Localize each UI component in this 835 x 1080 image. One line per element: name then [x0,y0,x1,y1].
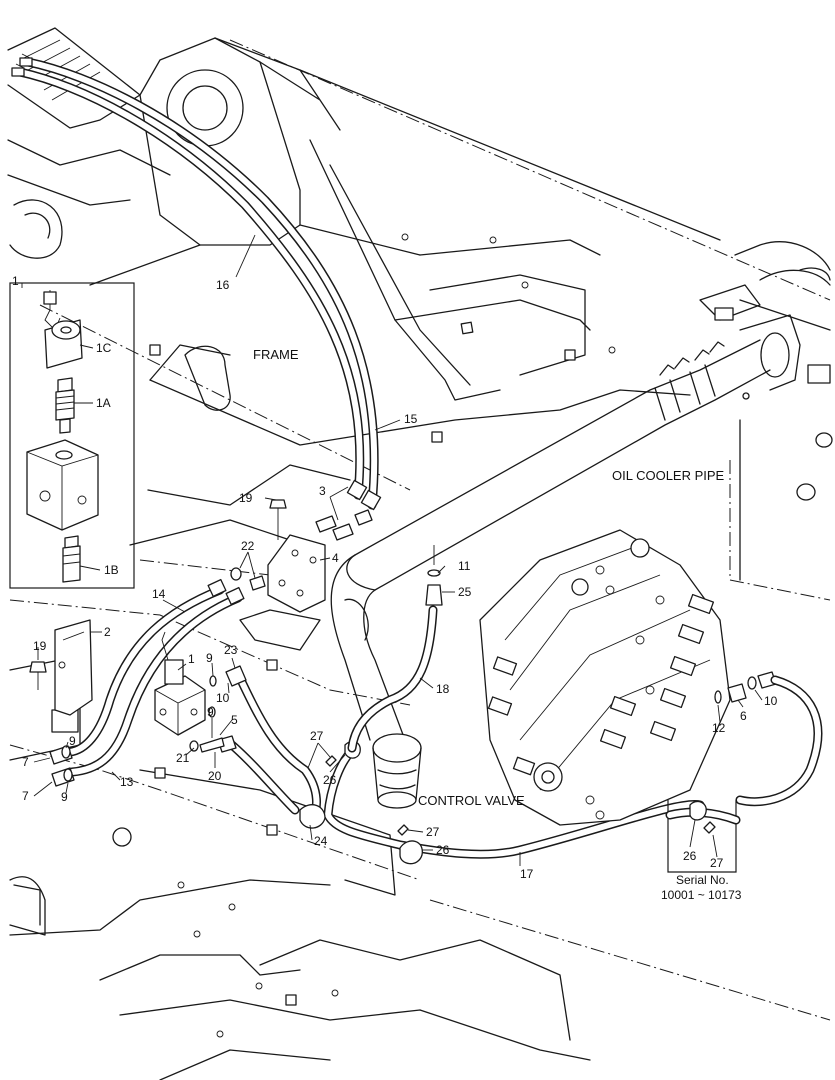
callout-7-a: 7 [22,755,29,769]
callout-4: 4 [332,551,339,565]
callout-27-b: 27 [426,825,440,839]
callout-24: 24 [314,834,328,848]
callout-14: 14 [152,587,166,601]
fitting-3 [315,509,373,541]
label-serial-no: Serial No. [676,873,729,887]
callout-5: 5 [231,713,238,727]
control-valve [479,529,731,826]
callout-26-a: 26 [323,773,337,787]
callout-26-b: 26 [436,843,450,857]
frame-structure [7,27,833,1080]
callout-1a: 1A [96,396,111,410]
callout-9-d: 9 [61,790,68,804]
callout-18: 18 [436,682,450,696]
callout-27-c: 27 [710,856,724,870]
serial-detail-box [665,800,741,873]
callout-17: 17 [520,867,534,881]
bracket-2 [29,619,93,716]
callout-11: 11 [458,559,471,573]
callout-3: 3 [319,484,326,498]
callout-10-a: 10 [216,691,230,705]
callout-15: 15 [404,412,418,426]
detail-box-solenoid [9,282,135,589]
callout-1-mounted: 1 [188,652,195,666]
bracket-4 [230,499,326,613]
label-frame: FRAME [253,347,299,362]
callout-9-b: 9 [207,705,214,719]
callout-27-a: 27 [310,729,324,743]
hose-16-15 [11,53,382,511]
callout-23: 23 [224,643,238,657]
hose-5-group [189,665,321,825]
callout-numbers: 1 1C 1A 1B 16 15 3 19 22 4 14 2 19 1 9 2… [12,274,778,881]
callout-16: 16 [216,278,230,292]
hose-18 [347,545,443,753]
callout-26-c: 26 [683,849,697,863]
text-labels: FRAME OIL COOLER PIPE CONTROL VALVE Seri… [253,347,742,902]
callout-12: 12 [712,721,726,735]
callout-22: 22 [241,539,255,553]
callout-10-b: 10 [764,694,778,708]
callout-20: 20 [208,769,222,783]
hose-14-13 [49,578,245,787]
fitting-6-10-12 [714,671,823,807]
callout-9-c: 9 [69,734,76,748]
callout-1c: 1C [96,341,112,355]
callout-21: 21 [176,751,190,765]
callout-1: 1 [12,274,19,288]
callout-1b: 1B [104,563,119,577]
callout-9-a: 9 [206,651,213,665]
callout-6: 6 [740,709,747,723]
callout-19-b: 19 [33,639,47,653]
label-oil-cooler-pipe: OIL COOLER PIPE [612,468,725,483]
leader-lines [33,234,763,866]
label-control-valve: CONTROL VALVE [418,793,525,808]
callout-2: 2 [104,625,111,639]
valve-spools [487,593,715,776]
solenoid-valve-1 [154,631,206,736]
callout-13: 13 [120,775,134,789]
callout-7-b: 7 [22,789,29,803]
callout-19-a: 19 [239,491,253,505]
callout-25: 25 [458,585,472,599]
label-serial-range: 10001 ~ 10173 [661,888,742,902]
